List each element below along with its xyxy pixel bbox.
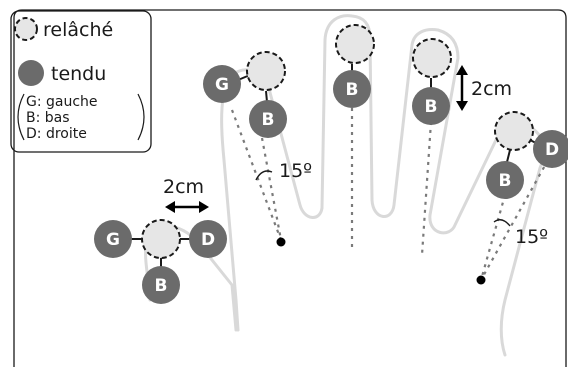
pinky-down-marker: B [486, 161, 524, 199]
pinky-angle-label: 15º [515, 226, 548, 248]
thumb-right-marker: D [189, 220, 227, 258]
ring-down-letter: B [425, 97, 438, 117]
index-down-letter: B [262, 110, 275, 130]
horizontal-arrowhead-left [165, 201, 175, 213]
middle-down-marker: B [333, 70, 371, 108]
thumb-right-letter: D [201, 230, 215, 250]
index-angle-arc [255, 170, 273, 181]
thumb-left-letter: G [106, 230, 120, 250]
ring-finger-line [420, 121, 433, 256]
pinky-right-letter: D [545, 140, 559, 160]
pinky-pivot-dot [476, 275, 486, 285]
thumb-down-marker: B [142, 266, 180, 304]
index-pivot-dot [276, 237, 286, 247]
legend-key-g: G: gauche [26, 94, 98, 110]
thumb-left-marker: G [94, 220, 132, 258]
thumb-relaxed-marker [141, 219, 181, 259]
vertical-arrowhead-bottom [456, 101, 468, 111]
legend-box [10, 10, 152, 153]
index-left-marker: G [203, 65, 241, 103]
pinky-stem-down [506, 149, 511, 163]
legend-relaxed-marker [14, 17, 38, 41]
pinky-relaxed-marker [494, 111, 534, 151]
horizontal-distance-label: 2cm [163, 176, 204, 198]
vertical-arrowhead-top [456, 65, 468, 75]
pinky-right-marker: D [533, 130, 568, 168]
middle-relaxed-marker [335, 24, 375, 64]
pinky-finger-line-b [480, 159, 549, 281]
ring-relaxed-marker [412, 38, 452, 78]
legend-tense-marker [18, 60, 44, 86]
pinky-angle-arc [493, 219, 511, 227]
pinky-down-letter: B [499, 171, 512, 191]
legend-tense-label: tendu [51, 63, 106, 85]
vertical-distance-label: 2cm [471, 78, 512, 100]
legend-key-b: B: bas [26, 110, 70, 126]
diagram-frame [13, 9, 567, 367]
legend-left-paren [17, 93, 25, 141]
hand-outline [144, 14, 546, 357]
pinky-finger-line-a [479, 194, 507, 281]
index-angle-label: 15º [279, 160, 312, 182]
thumb-down-letter: B [155, 276, 168, 296]
ring-down-marker: B [412, 87, 450, 125]
index-down-marker: B [249, 100, 287, 138]
middle-down-letter: B [346, 80, 359, 100]
index-finger-line-b [260, 137, 283, 241]
index-left-letter: G [215, 75, 229, 95]
horizontal-arrowhead-right [199, 201, 209, 213]
legend-right-paren [137, 93, 145, 141]
index-relaxed-marker [246, 51, 286, 91]
legend-relaxed-label: relâché [43, 19, 113, 41]
legend-key-d: D: droite [26, 126, 87, 142]
